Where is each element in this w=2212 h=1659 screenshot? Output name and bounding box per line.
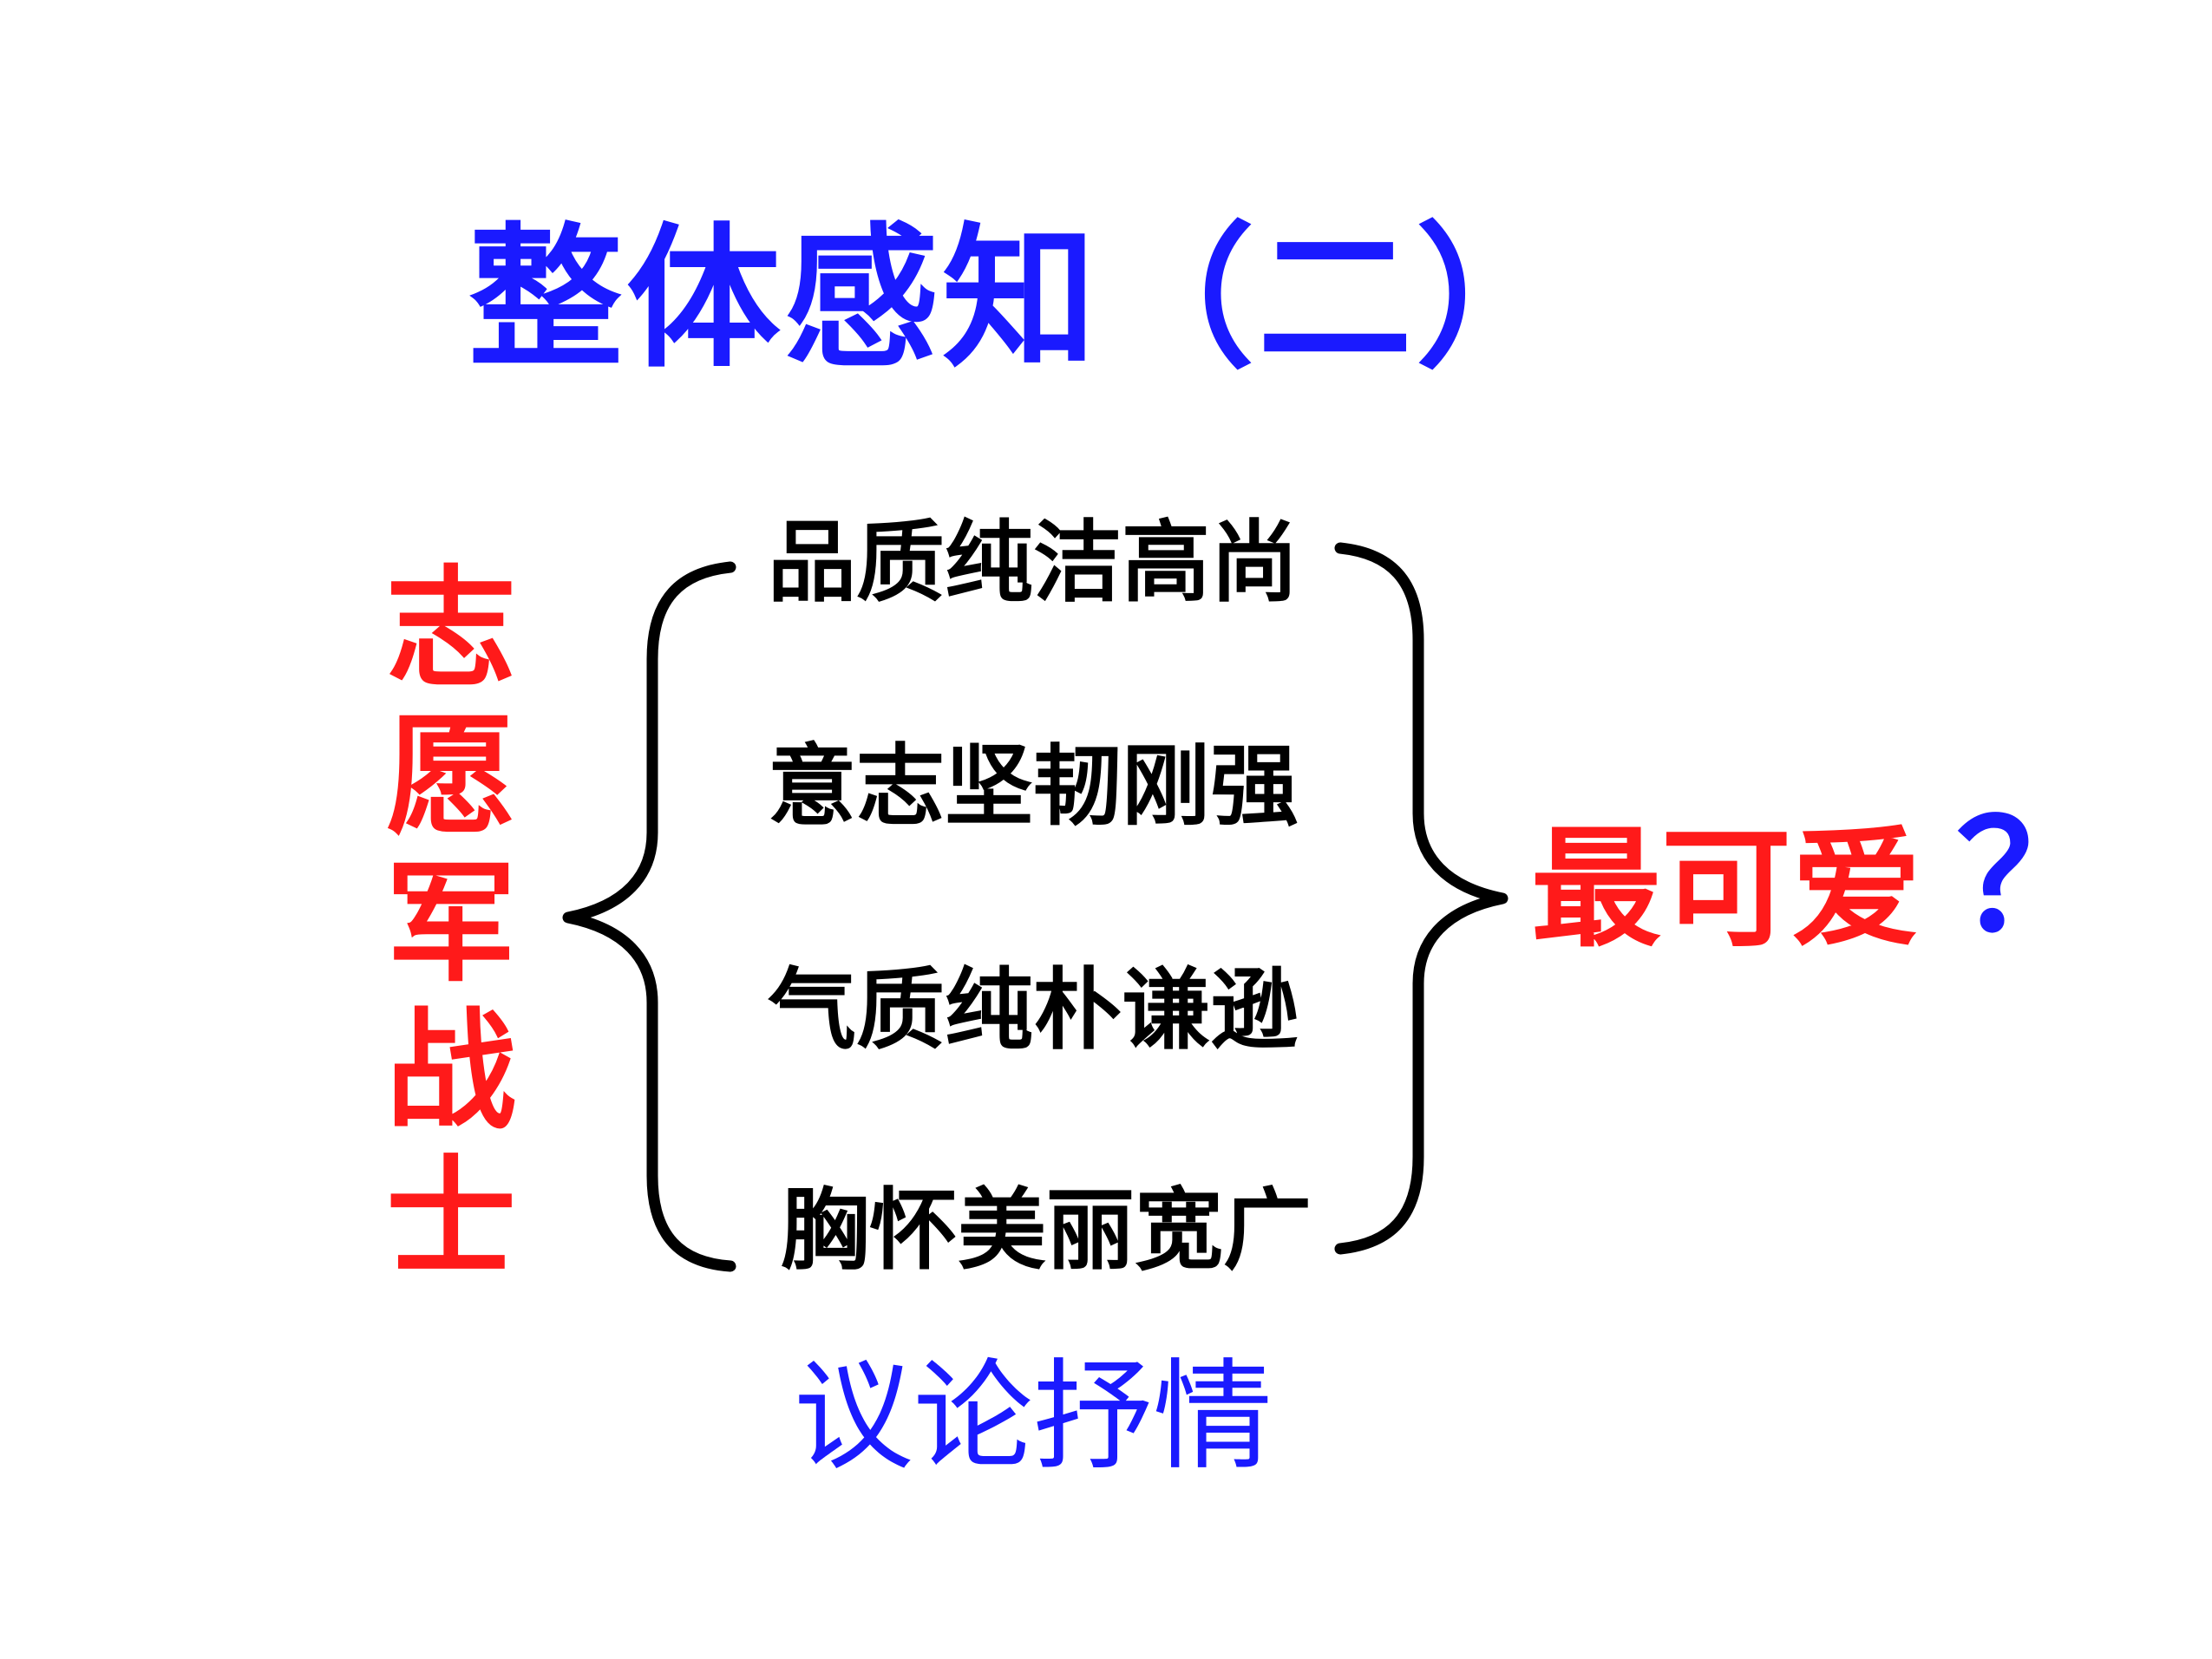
subject-char: 志 [386, 552, 517, 705]
subject-vertical-text: 志 愿 军 战 士 [386, 555, 516, 1292]
slide-title: 整体感知（二） [468, 207, 1574, 389]
quality-item: 胸怀美丽宽广 [781, 1179, 1312, 1283]
quality-item: 品质纯洁高尚 [768, 511, 1299, 615]
quality-item: 气质纯朴谦逊 [768, 958, 1299, 1062]
method-text: 议论抒情 [794, 1347, 1273, 1486]
conclusion-text: 最可爱 [1531, 813, 1922, 965]
left-brace-icon [562, 561, 736, 1272]
subject-char: 愿 [386, 700, 517, 852]
subject-char: 战 [386, 995, 517, 1147]
right-brace-icon [1334, 542, 1508, 1255]
quality-item: 意志坚韧刚强 [768, 735, 1299, 839]
subject-char: 士 [386, 1142, 517, 1295]
subject-char: 军 [386, 847, 517, 1000]
question-mark: ？ [1956, 790, 2108, 966]
